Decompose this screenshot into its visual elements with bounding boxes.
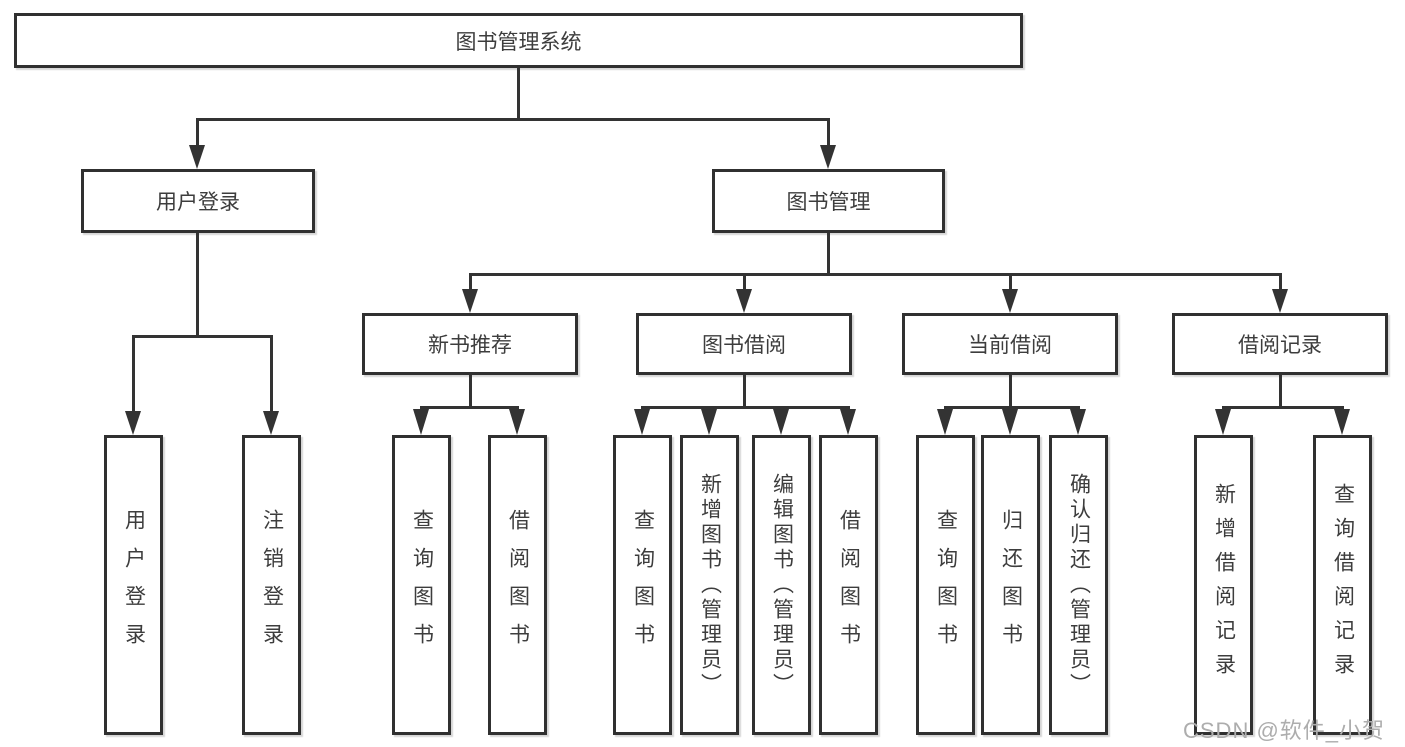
- arrowhead-book-management: [820, 145, 836, 169]
- node-library-system: 图书管理系统: [14, 13, 1023, 68]
- connector-root-stem: [517, 68, 520, 118]
- leaf-logout: 注销登录: [242, 435, 301, 735]
- leaf-query-books-current: 查询图书: [916, 435, 975, 735]
- arrowhead-sec4-leaf-1: [1215, 409, 1231, 435]
- leaf-edit-books-admin: 编辑图书（管理员）: [752, 435, 811, 735]
- leaf-borrow-books-borrowing-label: 借阅图书: [837, 509, 861, 661]
- connector-book-mgmt-drop-2: [743, 273, 746, 291]
- leaf-query-books-recommend-label: 查询图书: [410, 509, 434, 661]
- arrowhead-sec2-leaf-3: [773, 409, 789, 435]
- connector-root-right-drop: [827, 118, 830, 147]
- connector-sec4-bar: [1222, 406, 1344, 409]
- leaf-logout-label: 注销登录: [260, 509, 284, 661]
- arrowhead-sec1-leaf-2: [509, 409, 525, 435]
- node-current-borrowing-label: 当前借阅: [968, 334, 1052, 357]
- node-book-management: 图书管理: [712, 169, 945, 233]
- leaf-user-login: 用户登录: [104, 435, 163, 735]
- arrowhead-user-login: [189, 145, 205, 169]
- arrowhead-book-borrowing: [736, 289, 752, 313]
- node-new-book-recommend-label: 新书推荐: [428, 334, 512, 357]
- leaf-query-books-borrowing-label: 查询图书: [631, 509, 655, 661]
- arrowhead-leaf-user-login: [125, 411, 141, 435]
- node-borrowing-records-label: 借阅记录: [1238, 334, 1322, 357]
- leaf-query-books-current-label: 查询图书: [934, 509, 958, 661]
- connector-sec3-stem: [1009, 375, 1012, 408]
- leaf-query-books-recommend: 查询图书: [392, 435, 451, 735]
- connector-sec2-stem: [743, 375, 746, 408]
- node-library-system-label: 图书管理系统: [455, 30, 582, 54]
- node-book-borrowing-label: 图书借阅: [702, 334, 786, 357]
- connector-sec2-bar: [641, 406, 850, 409]
- leaf-borrow-books-borrowing: 借阅图书: [819, 435, 878, 735]
- connector-sec1-bar: [420, 406, 519, 409]
- connector-root-left-drop: [196, 118, 199, 147]
- leaf-confirm-return-admin: 确认归还（管理员）: [1049, 435, 1108, 735]
- node-new-book-recommend: 新书推荐: [362, 313, 578, 375]
- connector-user-login-drop-1: [132, 335, 135, 411]
- leaf-query-books-borrowing: 查询图书: [613, 435, 672, 735]
- node-user-login: 用户登录: [81, 169, 315, 233]
- arrowhead-borrowing-records: [1272, 289, 1288, 313]
- arrowhead-sec2-leaf-2: [701, 409, 717, 435]
- node-current-borrowing: 当前借阅: [902, 313, 1118, 375]
- arrowhead-leaf-logout: [263, 411, 279, 435]
- leaf-user-login-label: 用户登录: [122, 509, 146, 661]
- arrowhead-sec2-leaf-1: [634, 409, 650, 435]
- connector-book-mgmt-stem: [827, 233, 830, 273]
- arrowhead-sec3-leaf-3: [1070, 409, 1086, 435]
- leaf-return-books-label: 归还图书: [999, 509, 1023, 661]
- leaf-query-borrow-record: 查询借阅记录: [1313, 435, 1372, 735]
- node-book-management-label: 图书管理: [786, 191, 871, 214]
- node-borrowing-records: 借阅记录: [1172, 313, 1388, 375]
- leaf-edit-books-admin-label: 编辑图书（管理员）: [770, 472, 794, 698]
- leaf-return-books: 归还图书: [981, 435, 1040, 735]
- node-user-login-label: 用户登录: [156, 191, 240, 214]
- connector-user-login-drop-2: [270, 335, 273, 411]
- arrowhead-sec3-leaf-1: [937, 409, 953, 435]
- connector-sec3-bar: [944, 406, 1080, 409]
- leaf-add-borrow-record: 新增借阅记录: [1194, 435, 1253, 735]
- connector-user-login-bar: [132, 335, 273, 338]
- connector-book-mgmt-bar: [469, 273, 1282, 276]
- connector-sec4-stem: [1279, 375, 1282, 408]
- connector-user-login-stem: [196, 233, 199, 335]
- leaf-add-books-admin-label: 新增图书（管理员）: [698, 472, 722, 698]
- arrowhead-sec1-leaf-1: [413, 409, 429, 435]
- arrowhead-current-borrowing: [1002, 289, 1018, 313]
- leaf-add-books-admin: 新增图书（管理员）: [680, 435, 739, 735]
- leaf-query-borrow-record-label: 查询借阅记录: [1331, 483, 1355, 687]
- node-book-borrowing: 图书借阅: [636, 313, 852, 375]
- connector-book-mgmt-drop-3: [1009, 273, 1012, 291]
- arrowhead-sec2-leaf-4: [840, 409, 856, 435]
- arrowhead-new-book-recommend: [462, 289, 478, 313]
- connector-root-bar: [196, 118, 830, 121]
- leaf-borrow-books-recommend-label: 借阅图书: [506, 509, 530, 661]
- arrowhead-sec3-leaf-2: [1002, 409, 1018, 435]
- leaf-borrow-books-recommend: 借阅图书: [488, 435, 547, 735]
- arrowhead-sec4-leaf-2: [1334, 409, 1350, 435]
- leaf-confirm-return-admin-label: 确认归还（管理员）: [1067, 472, 1091, 698]
- connector-book-mgmt-drop-4: [1279, 273, 1282, 291]
- connector-sec1-stem: [469, 375, 472, 408]
- leaf-add-borrow-record-label: 新增借阅记录: [1212, 483, 1236, 687]
- csdn-watermark: CSDN @软件_小贺同学: [1183, 718, 1386, 743]
- connector-book-mgmt-drop-1: [469, 273, 472, 291]
